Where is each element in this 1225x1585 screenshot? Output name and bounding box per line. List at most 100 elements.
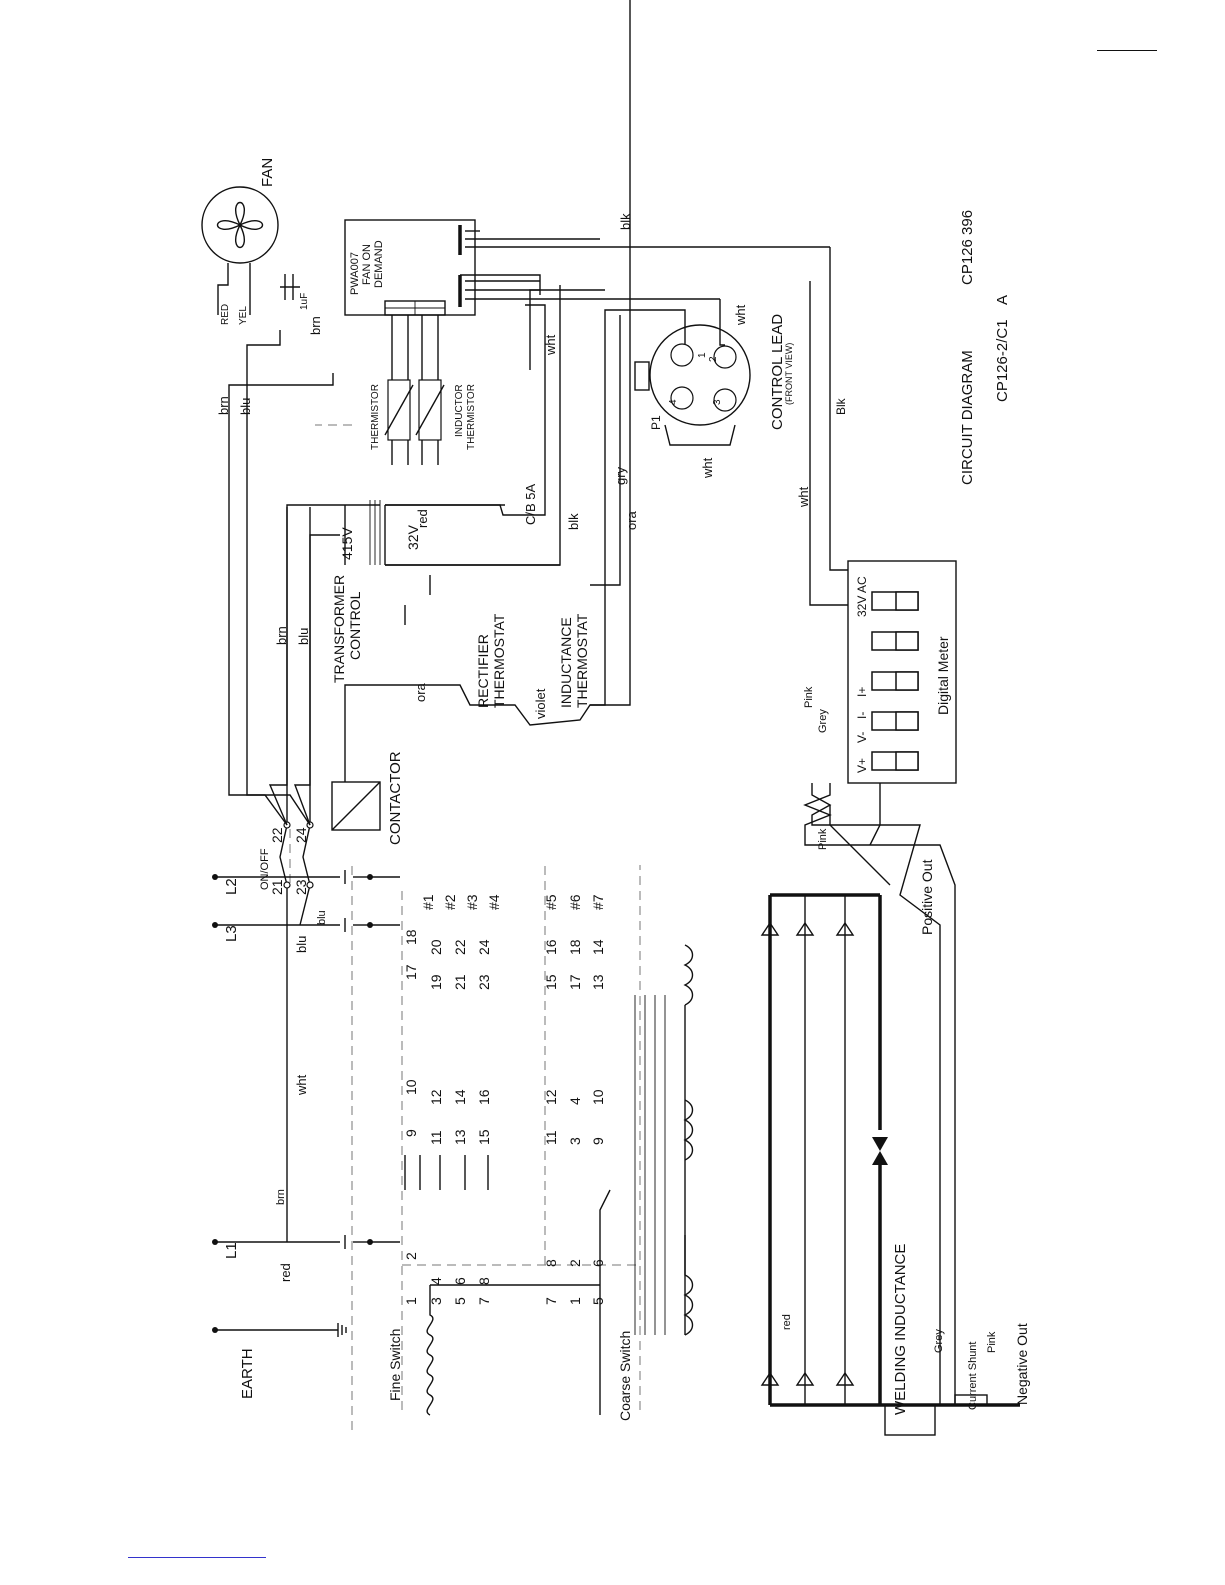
wire-gry	[590, 315, 621, 586]
wire-label-brn: brn	[216, 396, 231, 415]
wire-label-wht-2: wht	[733, 304, 748, 326]
wire-label-pink: Pink	[803, 686, 815, 708]
fine-l2-9: 9	[403, 1129, 419, 1137]
earth-symbol	[212, 1323, 347, 1337]
wire-label-wht-l2: wht	[294, 1074, 309, 1096]
inductor-thermistor	[415, 315, 445, 465]
wire-label-blu-l3: blu	[294, 936, 309, 953]
wire-label-violet: violet	[533, 688, 548, 719]
wire-label-blu-l3b: blu	[316, 910, 328, 925]
wire-label-blk-2: blk	[618, 213, 633, 230]
inductance-thermostat-1: INDUCTANCE	[558, 617, 574, 708]
wire-label-gry: gry	[613, 466, 628, 485]
coarse-l2-11: 11	[543, 1130, 559, 1145]
coarse-l2-12: 12	[543, 1089, 559, 1105]
fine-l1-1: 1	[403, 1297, 419, 1305]
wire-label-wht: wht	[543, 334, 558, 356]
control-lead-pin-1: 1	[697, 352, 708, 358]
rectifier-bridge	[760, 893, 1020, 1436]
coarse-l2-9: 9	[590, 1137, 606, 1145]
wire-blk-trafo	[385, 285, 561, 566]
fine-switch-label: Fine Switch	[387, 1329, 403, 1401]
fine-l2-15: 15	[476, 1129, 492, 1145]
onoff-switch[interactable]	[283, 821, 314, 889]
fine-l1-6: 6	[452, 1277, 468, 1285]
fine-pos-1: #1	[420, 894, 436, 910]
wire-label-pink-2: Pink	[817, 828, 829, 850]
fan-capacitor-label: 1uF	[299, 293, 310, 310]
coarse-l2-4: 4	[567, 1097, 583, 1105]
contactor[interactable]	[331, 0, 631, 831]
positive-out-label: Positive Out	[919, 859, 935, 935]
wire-brn-onoff	[279, 507, 288, 1242]
wire-label-wht-3: wht	[700, 457, 715, 479]
phase-l1-label: L1	[223, 1242, 240, 1259]
control-lead-pin-4: 4	[668, 399, 679, 405]
onoff-terminal-22: 22	[269, 827, 285, 843]
wire-label-ora: ora	[624, 510, 639, 530]
wire-label-brn-2: brn	[274, 626, 289, 645]
coarse-l1-1: 1	[567, 1297, 583, 1305]
onoff-label: ON/OFF	[259, 848, 271, 890]
control-lead-socket[interactable]	[634, 299, 751, 446]
fine-l3-21: 21	[452, 974, 468, 990]
coarse-l3-15: 15	[543, 974, 559, 990]
fine-pos-4: #4	[486, 894, 502, 910]
fan-motor[interactable]	[201, 186, 300, 315]
wire-label-ora-2: ora	[413, 682, 428, 702]
fine-l1-7: 7	[476, 1297, 492, 1305]
fine-l2-13: 13	[452, 1129, 468, 1145]
fine-l3-22: 22	[452, 939, 468, 955]
fan-pcb-line1: FAN ON	[361, 244, 373, 285]
fine-l1-8: 8	[476, 1277, 492, 1285]
wire-label-blk: blk	[566, 513, 581, 530]
top-rule	[1097, 50, 1157, 51]
wire-wht-cb	[460, 274, 541, 370]
tap-switch-decks	[404, 575, 611, 1416]
wire-label-grey-shunt: Grey	[933, 1329, 945, 1353]
wire-blu-main	[246, 330, 311, 826]
fine-l3-23: 23	[476, 974, 492, 990]
fan-wire-yel: YEL	[238, 306, 249, 325]
wire-blu-onoff	[299, 507, 311, 926]
control-lead-sub: (FRONT VIEW)	[784, 343, 794, 405]
model-number: CP126-2/C1	[994, 319, 1011, 402]
coarse-pos-6: #6	[567, 894, 583, 910]
coarse-l2-3: 3	[567, 1137, 583, 1145]
fan-pcb-pwa007[interactable]	[344, 219, 830, 316]
control-lead-plug: P1	[649, 415, 663, 430]
fan-wire-brn: brn	[308, 316, 323, 335]
coarse-pos-7: #7	[590, 894, 606, 910]
wire-label-brn-3: brn	[275, 1189, 287, 1205]
transformer-label-1: TRANSFORMER	[331, 575, 347, 683]
inductor-thermistor-label-2: THERMISTOR	[466, 384, 477, 450]
switch-linkage	[315, 424, 641, 1430]
phase-l3-label: L3	[223, 925, 240, 942]
fine-l3-17: 17	[403, 964, 419, 980]
onoff-terminal-24: 24	[293, 827, 309, 843]
wire-label-blu-2: blu	[296, 628, 311, 645]
digital-meter[interactable]	[809, 247, 957, 784]
coarse-l1-8: 8	[543, 1259, 559, 1267]
drawing-number: CP126 396	[959, 210, 976, 285]
fine-pos-3: #3	[464, 894, 480, 910]
transformer-label-2: CONTROL	[347, 591, 363, 660]
current-shunt-label: Current Shunt	[967, 1342, 979, 1410]
fine-l1-2: 2	[403, 1252, 419, 1260]
rectifier-thermostat-1: RECTIFIER	[475, 634, 491, 708]
coarse-l3-13: 13	[590, 974, 606, 990]
earth-label: EARTH	[239, 1348, 256, 1399]
fine-l2-14: 14	[452, 1089, 468, 1105]
wire-ctrl-trafo	[268, 504, 380, 826]
fan-label: FAN	[259, 158, 276, 187]
transformer-secondary: 32V	[405, 524, 421, 550]
supply-l3	[212, 918, 400, 932]
meter-terminal-vminus: V-	[855, 732, 869, 743]
coarse-l1-6: 6	[590, 1259, 606, 1267]
fine-l1-4: 4	[428, 1277, 444, 1285]
coarse-l2-10: 10	[590, 1089, 606, 1105]
revision: A	[994, 295, 1011, 305]
coarse-l3-18: 18	[567, 939, 583, 955]
inductor-thermistor-label-1: INDUCTOR	[454, 384, 465, 437]
